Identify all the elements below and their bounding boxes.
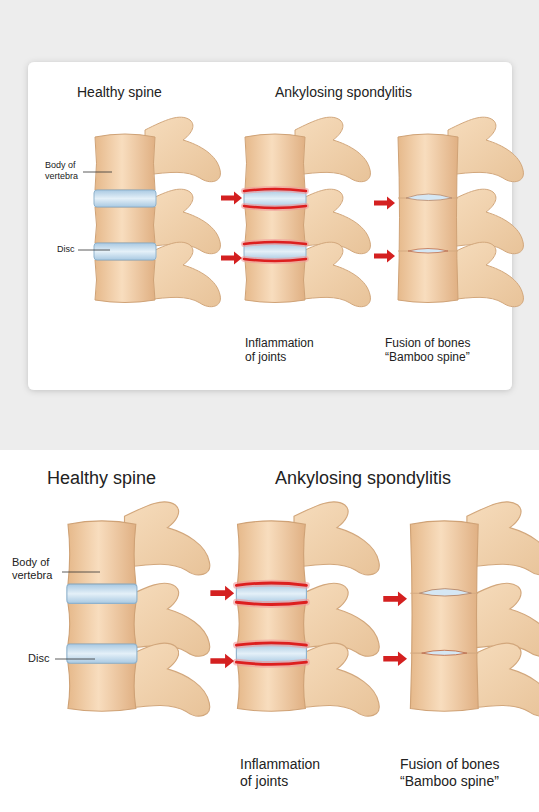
caption-label: Fusion of bones “Bamboo spine” — [385, 336, 485, 365]
heading: Healthy spine — [77, 84, 162, 101]
caption-label: Fusion of bones “Bamboo spine” — [400, 756, 518, 790]
spine-illustration — [67, 502, 539, 716]
part-label: Disc — [57, 244, 75, 255]
spine-illustration — [94, 117, 523, 307]
part-label: Body of vertebra — [45, 160, 85, 182]
leader-lines — [55, 172, 112, 659]
caption-label: Inflammation of joints — [245, 336, 325, 365]
top-background — [0, 0, 539, 450]
part-label: Disc — [28, 652, 49, 665]
heading: Healthy spine — [47, 468, 156, 490]
caption-label: Inflammation of joints — [240, 756, 335, 790]
part-label: Body of vertebra — [12, 556, 62, 582]
heading: Ankylosing spondylitis — [275, 468, 451, 490]
heading: Ankylosing spondylitis — [275, 84, 412, 101]
